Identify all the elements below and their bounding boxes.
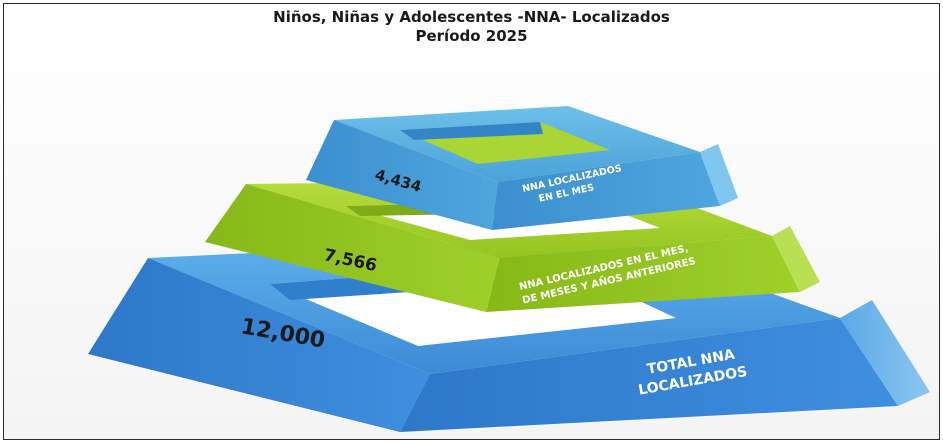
chart-title: Niños, Niñas y Adolescentes -NNA- Locali… [0,8,943,46]
tier-top-side-face [700,144,738,206]
tier-top-front-left-face [306,120,498,230]
tier-bottom-side-face [840,300,930,406]
chart-title-line1: Niños, Niñas y Adolescentes -NNA- Locali… [273,8,670,26]
chart-subtitle: Período 2025 [415,27,528,45]
tier-top-opening-inner-wall [400,122,543,140]
tier-middle-front-left-face [205,184,500,312]
tier-middle-front-right-face [486,236,800,312]
tier-top-front-right-face [492,152,720,230]
tier-middle-side-face [772,226,820,292]
tier-top [306,106,738,230]
tier-bottom-front-left-face [88,258,430,432]
tier-bottom-front-right-face [400,318,898,432]
